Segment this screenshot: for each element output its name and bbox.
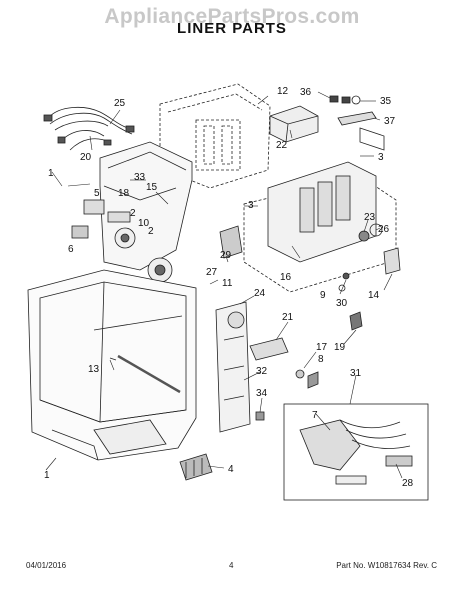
- footer-date: 04/01/2016: [26, 561, 67, 570]
- callout-30: 30: [336, 298, 348, 309]
- bracket-21: [249, 337, 289, 361]
- callout-labels: 25 20 12 22 36 35 37 3 1 33 5 18 15 2 10…: [44, 86, 414, 489]
- control-box-31: [283, 403, 429, 501]
- callout-17: 17: [316, 342, 328, 353]
- callout-15: 15: [146, 182, 158, 193]
- callout-1-upper: 1: [48, 168, 54, 179]
- rear-panel-3: [243, 127, 397, 293]
- callout-6: 6: [68, 244, 74, 255]
- callout-28: 28: [402, 478, 414, 489]
- callout-4: 4: [228, 464, 234, 475]
- small-parts-right: [338, 223, 401, 292]
- callout-18: 18: [118, 188, 130, 199]
- callout-3-lower: 3: [248, 200, 254, 211]
- callout-5: 5: [94, 188, 100, 199]
- callout-3-upper: 3: [378, 152, 384, 163]
- drain-trough-4: [179, 453, 213, 481]
- callout-16: 16: [280, 272, 292, 283]
- callout-14: 14: [368, 290, 380, 301]
- callout-19: 19: [334, 342, 346, 353]
- callout-13: 13: [88, 364, 100, 375]
- callout-36: 36: [300, 87, 312, 98]
- footer-page-number: 4: [229, 561, 234, 570]
- fan-motor-assembly: [71, 199, 173, 283]
- callout-11: 11: [222, 278, 233, 289]
- callout-22: 22: [276, 140, 288, 151]
- control-module-22: [269, 105, 319, 143]
- watermark: AppliancePartsPros.com: [104, 5, 360, 28]
- callout-37: 37: [384, 116, 396, 127]
- callout-25: 25: [114, 98, 126, 109]
- callout-31: 31: [350, 368, 362, 379]
- callout-23: 23: [364, 212, 376, 223]
- small-parts-top-right: [329, 95, 377, 126]
- callout-10: 10: [138, 218, 150, 229]
- callout-9: 9: [320, 290, 326, 301]
- callout-2-lower: 2: [148, 226, 154, 237]
- callout-29: 29: [220, 250, 232, 261]
- small-parts-middle: [255, 311, 363, 421]
- callout-1-lower: 1: [44, 470, 50, 481]
- callout-26: 26: [378, 224, 390, 235]
- wire-harness-25: [43, 106, 135, 151]
- callout-8: 8: [318, 354, 324, 365]
- callout-27: 27: [206, 267, 218, 278]
- callout-7: 7: [312, 410, 318, 421]
- callout-33: 33: [134, 172, 146, 183]
- leader-lines: [45, 91, 403, 479]
- callout-20: 20: [80, 152, 92, 163]
- callout-24: 24: [254, 288, 266, 299]
- callout-35: 35: [380, 96, 392, 107]
- callout-21: 21: [282, 312, 294, 323]
- callout-32: 32: [256, 366, 268, 377]
- control-panel-33: [99, 141, 193, 271]
- page-title: LINER PARTS: [177, 20, 287, 37]
- callout-2-upper: 2: [130, 208, 136, 219]
- duct-29: [219, 225, 243, 259]
- shroud-32: [215, 301, 251, 433]
- footer-part-number: Part No. W10817634 Rev. C: [336, 561, 437, 570]
- callout-12: 12: [277, 86, 289, 97]
- callout-34: 34: [256, 388, 268, 399]
